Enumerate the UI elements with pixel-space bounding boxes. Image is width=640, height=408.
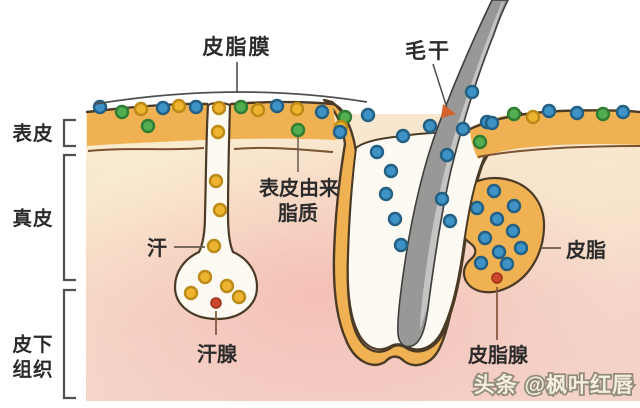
hair-shaft-callout: 毛干 [405,40,456,118]
sweat-dots [183,124,247,305]
label-sweat-gland: 汗腺 [197,342,238,366]
sweat-gland-callout: 汗腺 [197,311,238,366]
layer-brackets [62,118,76,400]
label-hair-shaft: 毛干 [405,40,451,63]
sebum-film-brace [94,91,368,105]
sweat-callout: 汗 [147,237,205,260]
sweat-gland-marker-dot [210,297,222,309]
sweat-gland-flask [173,101,259,321]
basal-line-right [477,145,640,158]
label-epidermis: 表皮 [11,122,53,145]
epidermis-derived-lipids-callout: 表皮由来 脂质 [259,137,340,225]
sebum-callout: 皮脂 [541,238,606,262]
watermark-text: 头条 @枫叶红唇 [474,373,634,397]
bottom-white-strip [0,401,640,408]
label-epidermis-derived-line1: 表皮由来 [259,176,340,200]
hair-lipid-dots [332,84,500,253]
bracket-subcutaneous [62,288,76,400]
sky-patch-right [455,95,640,128]
bracket-epidermis [62,118,76,148]
label-subcutaneous-line2: 组织 [12,358,53,381]
sebum-dots [469,183,529,272]
label-epidermis-derived-line2: 脂质 [278,202,318,225]
label-sebum-film: 皮脂膜 [203,35,272,59]
label-dermis: 真皮 [12,207,53,230]
label-subcutaneous-line1: 皮下 [12,333,53,356]
hair-shaft-pointer-line [432,63,448,109]
basal-line-left [87,147,205,152]
label-sweat: 汗 [147,237,167,260]
sebaceous-gland-marker-dot [491,272,503,284]
surface-dots [92,98,631,150]
hair-shaft-arrowhead [441,104,456,118]
bracket-dermis [62,153,76,282]
hair-shaft-shape [397,0,509,348]
sebaceous-gland-callout: 皮脂腺 [468,287,529,367]
label-sebaceous-gland: 皮脂腺 [468,343,529,367]
label-sebum: 皮脂 [566,238,606,262]
hair-shaft-highlight [420,2,504,330]
basal-line-left2 [233,146,334,153]
sebum-film-callout: 皮脂膜 [94,35,368,105]
